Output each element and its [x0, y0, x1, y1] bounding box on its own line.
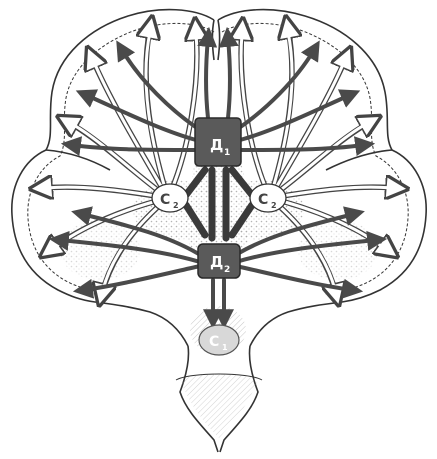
node-d1-label: Д: [210, 136, 223, 154]
node-c2-right-subscript: 2: [271, 201, 277, 210]
node-c1-bottom: С 1: [199, 325, 239, 355]
node-c2-left-label: С: [160, 192, 170, 208]
node-c1-label: С: [209, 334, 219, 350]
node-c2-right: С 2: [250, 184, 286, 212]
node-c2-right-label: С: [258, 192, 268, 208]
node-d2: Д 2: [198, 244, 240, 278]
node-d1-subscript: 1: [224, 148, 230, 158]
node-c2-left: С 2: [152, 184, 188, 212]
node-c1-subscript: 1: [222, 343, 228, 352]
node-d2-subscript: 2: [224, 265, 230, 275]
stippled-structures: [60, 153, 378, 438]
node-c2-left-subscript: 2: [173, 201, 179, 210]
node-d1: Д 1: [195, 118, 241, 166]
node-d2-label: Д: [210, 253, 223, 271]
